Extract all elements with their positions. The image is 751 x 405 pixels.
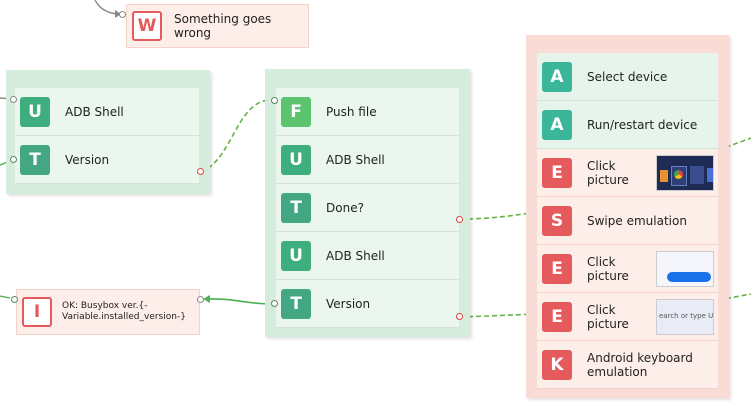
group1-version-in-port[interactable] [10, 156, 17, 163]
group3-node-run-restart[interactable]: A Run/restart device [537, 101, 718, 149]
wire-version-to-pushfile [200, 99, 269, 173]
group3-node3-label: Click picture [587, 159, 629, 187]
group3-node7-line1: Android keyboard [587, 350, 693, 365]
group3-node5-badge: E [542, 253, 572, 284]
click-picture-thumbnail-1 [656, 155, 714, 191]
group1-node1-badge: U [20, 96, 50, 127]
info-in-port[interactable] [11, 296, 18, 303]
warning-node[interactable]: W Something goes wrong [126, 4, 309, 48]
info-right-port[interactable] [197, 296, 204, 303]
group1-node1-label: ADB Shell [65, 104, 124, 119]
wire-arrow-info [203, 295, 210, 303]
info-label: OK: Busybox ver.{- Variable.installed_ve… [62, 301, 186, 323]
group1-version-out-port[interactable] [197, 168, 204, 175]
group1-node2-label: Version [65, 152, 110, 167]
group2-done-out-port[interactable] [456, 216, 463, 223]
group2-node2-badge: U [281, 144, 311, 175]
group3-node-click-picture-3[interactable]: E Click picture earch or type U [537, 293, 718, 341]
group2-node1-label: Push file [326, 104, 377, 119]
group3-node7-badge: K [542, 349, 572, 380]
group3-node4-badge: S [542, 205, 572, 236]
group3-node1-badge: A [542, 61, 572, 92]
group3-node6-line2: picture [587, 316, 629, 331]
group3-node3-badge: E [542, 157, 572, 188]
group2-in-port[interactable] [271, 97, 278, 104]
click-picture-thumbnail-2 [656, 251, 714, 287]
group3-node5-line2: picture [587, 268, 629, 283]
group2-node-adb-shell-1[interactable]: U ADB Shell [276, 136, 459, 184]
info-label-line1: OK: Busybox ver.{- [62, 301, 148, 311]
group3-node-select-device[interactable]: A Select device [537, 53, 718, 101]
warning-badge: W [132, 11, 162, 41]
group3-node3-line1: Click [587, 158, 616, 173]
group3-node4-label: Swipe emulation [587, 213, 687, 228]
group2-node3-label: Done? [326, 200, 364, 215]
group2-node2-label: ADB Shell [326, 152, 385, 167]
wire-arrow-warning [115, 10, 121, 18]
thumbnail-3-text: earch or type U [659, 312, 714, 320]
group3-node-click-picture-2[interactable]: E Click picture [537, 245, 718, 293]
group3-node5-line1: Click [587, 254, 616, 269]
info-label-line2: Variable.installed_version-} [62, 312, 186, 322]
group1-node-version[interactable]: T Version [15, 136, 199, 184]
group3-node-click-picture-1[interactable]: E Click picture [537, 149, 718, 197]
group2-node3-badge: T [281, 192, 311, 223]
group2-version-left-port[interactable] [271, 300, 278, 307]
group3-node-keyboard[interactable]: K Android keyboard emulation [537, 341, 718, 389]
group2-node-done[interactable]: T Done? [276, 184, 459, 232]
group3-node7-line2: emulation [587, 364, 648, 379]
group2-node5-badge: T [281, 288, 311, 319]
group2-node-version[interactable]: T Version [276, 280, 459, 328]
group2-node-adb-shell-2[interactable]: U ADB Shell [276, 232, 459, 280]
warning-label: Something goes wrong [174, 12, 272, 40]
group3-node3-line2: picture [587, 172, 629, 187]
group3-node-swipe[interactable]: S Swipe emulation [537, 197, 718, 245]
group1-in-port[interactable] [10, 96, 17, 103]
group3-node1-label: Select device [587, 69, 668, 84]
group2-node4-badge: U [281, 240, 311, 271]
info-node[interactable]: I OK: Busybox ver.{- Variable.installed_… [16, 289, 200, 335]
group2-node1-badge: F [281, 96, 311, 127]
group2-version-out-port[interactable] [456, 313, 463, 320]
group1-node-adb-shell[interactable]: U ADB Shell [15, 88, 199, 136]
info-badge: I [22, 297, 52, 327]
wire-into-info [0, 295, 11, 299]
group3-node6-badge: E [542, 301, 572, 332]
group3-node2-label: Run/restart device [587, 117, 698, 132]
group2-node5-label: Version [326, 296, 371, 311]
warning-in-port[interactable] [119, 11, 126, 18]
group2-node4-label: ADB Shell [326, 248, 385, 263]
group3-node5-label: Click picture [587, 255, 629, 283]
group3-node7-label: Android keyboard emulation [587, 351, 693, 379]
click-picture-thumbnail-3: earch or type U [656, 299, 714, 335]
wire-version-to-info [204, 298, 274, 305]
group1-node2-badge: T [20, 144, 50, 175]
group2-node-push-file[interactable]: F Push file [276, 88, 459, 136]
group3-node2-badge: A [542, 109, 572, 140]
group3-node6-line1: Click [587, 302, 616, 317]
group3-node6-label: Click picture [587, 303, 629, 331]
